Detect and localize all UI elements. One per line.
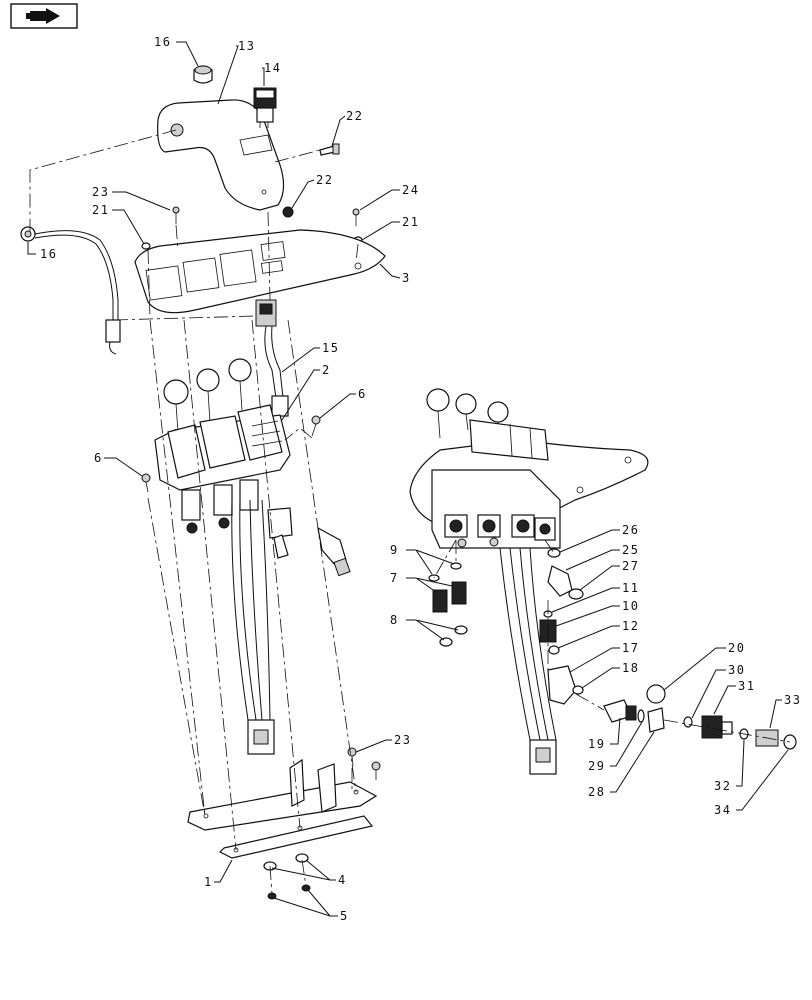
callout-28: 28 (588, 785, 605, 799)
callout-30: 30 (728, 663, 745, 677)
console-plate-part (134, 229, 386, 314)
callout-31: 31 (738, 679, 755, 693)
callout-3: 3 (402, 271, 411, 285)
callout-16: 16 (40, 247, 57, 261)
base-bracket-part (187, 758, 378, 859)
callout-11: 11 (622, 581, 639, 595)
callout-19: 19 (588, 737, 605, 751)
o-ring-part (637, 709, 645, 723)
elbow-fitting-part (547, 665, 577, 705)
screw-part (282, 206, 294, 218)
fitting-part (647, 707, 665, 733)
screw-part (371, 761, 381, 780)
o-ring-part (646, 684, 666, 704)
callout-34: 34 (714, 803, 731, 817)
callout-23: 23 (92, 185, 109, 199)
knob-cap-part (193, 65, 213, 84)
screw-part (347, 747, 357, 767)
callout-9: 9 (390, 543, 399, 557)
o-ring-part (439, 637, 453, 647)
callout-2: 2 (322, 363, 331, 377)
alignment-lines (29, 129, 359, 895)
plug-part (451, 581, 467, 605)
callout-12: 12 (622, 619, 639, 633)
o-ring-part (568, 588, 584, 600)
callout-16: 16 (154, 35, 171, 49)
callout-6: 6 (94, 451, 103, 465)
callout-24: 24 (402, 183, 419, 197)
screw-part (172, 206, 180, 224)
screw-part (311, 415, 321, 437)
callout-33: 33 (784, 693, 801, 707)
fitting-part (603, 699, 637, 723)
callout-27: 27 (622, 559, 639, 573)
callout-21: 21 (402, 215, 419, 229)
callout-14: 14 (264, 61, 281, 75)
callout-23: 23 (394, 733, 411, 747)
callout-29: 29 (588, 759, 605, 773)
joystick-valve-assembly (154, 358, 351, 755)
screw-part (141, 473, 151, 493)
rocker-switch-part (253, 87, 277, 128)
arrow-right-icon (26, 8, 60, 24)
o-ring-part (572, 685, 584, 695)
ground-cable-part (20, 226, 121, 355)
callout-22: 22 (316, 173, 333, 187)
callout-25: 25 (622, 543, 639, 557)
washer-part (141, 242, 151, 250)
callout-5: 5 (340, 909, 349, 923)
callout-8: 8 (390, 613, 399, 627)
joystick-valve-assembly-right (409, 388, 649, 775)
callout-labels: 16 13 14 22 22 23 21 16 24 21 3 15 2 6 6… (40, 35, 801, 923)
callout-18: 18 (622, 661, 639, 675)
wire-harness-part (255, 299, 289, 417)
callout-7: 7 (390, 571, 399, 585)
callout-4: 4 (338, 873, 347, 887)
upper-cover-part (157, 99, 285, 211)
screw-part (352, 208, 360, 226)
washer-part (450, 562, 462, 570)
alignment-lines-right (433, 539, 791, 743)
callout-26: 26 (622, 523, 639, 537)
callout-13: 13 (238, 39, 255, 53)
o-ring-part (548, 645, 560, 655)
callout-1: 1 (204, 875, 213, 889)
o-ring-part (683, 716, 693, 728)
callout-21: 21 (92, 203, 109, 217)
callout-10: 10 (622, 599, 639, 613)
o-ring-part (454, 625, 468, 635)
callout-32: 32 (714, 779, 731, 793)
callout-20: 20 (728, 641, 745, 655)
plug-part (432, 589, 448, 613)
callout-17: 17 (622, 641, 639, 655)
next-page-button[interactable] (10, 3, 78, 29)
screw-part (319, 143, 340, 156)
fitting-part (701, 715, 733, 739)
fitting-part (547, 565, 573, 597)
callout-22: 22 (346, 109, 363, 123)
o-ring-part (547, 548, 561, 558)
callout-6: 6 (358, 387, 367, 401)
callout-leaders (27, 41, 789, 917)
callout-15: 15 (322, 341, 339, 355)
